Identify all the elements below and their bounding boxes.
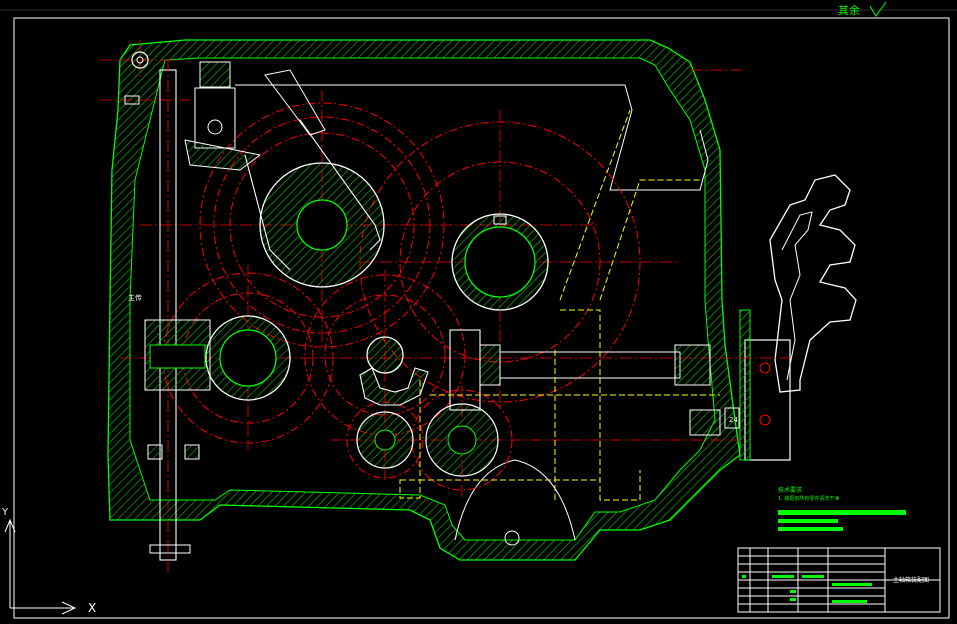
title-block-title: 主轴箱装配图: [893, 576, 929, 584]
ucs-x-label: X: [88, 601, 96, 615]
title-block-fills: [742, 575, 872, 603]
ucs-y-label: Y: [1, 507, 9, 518]
ucs-axes-icon: [4, 518, 77, 615]
dimension-label: 24: [729, 416, 738, 424]
top-linkage: [184, 61, 381, 271]
shift-fork: 24: [359, 329, 740, 436]
side-label: 主传: [128, 293, 142, 302]
technical-notes: 技术要求 1. 装配前所有零件清洗干净: [778, 486, 906, 531]
hidden-lines: [399, 109, 720, 501]
shift-lever-assembly: [739, 174, 857, 461]
note-line-1: 1. 装配前所有零件清洗干净: [778, 495, 839, 502]
drawing-frame: [0, 9, 957, 619]
title-block: [737, 547, 941, 613]
roughness-symbol-icon: [869, 1, 887, 17]
gearbox-housing: [107, 39, 741, 561]
left-control-rod: [124, 51, 211, 575]
notes-title: 技术要求: [778, 486, 802, 494]
roughness-label: 其余: [838, 3, 860, 17]
